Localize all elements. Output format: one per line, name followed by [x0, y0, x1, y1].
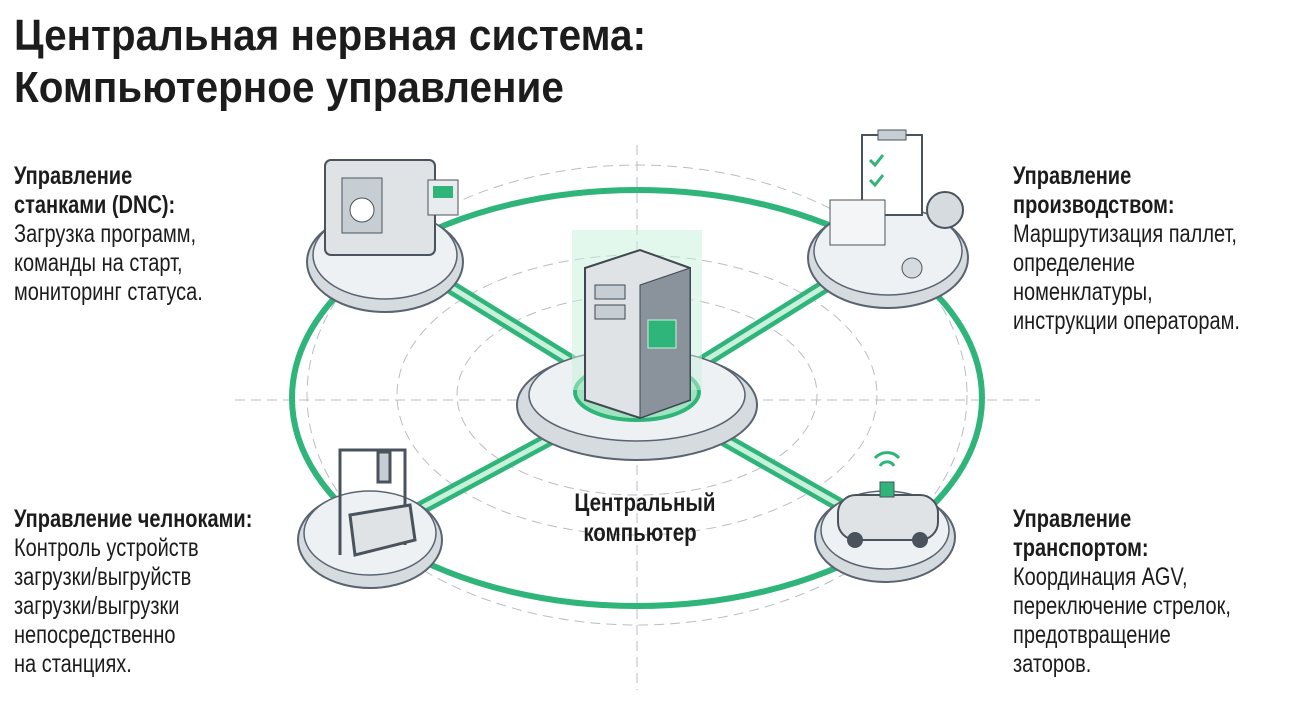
shuttles-text: Контроль устройств — [14, 534, 199, 562]
center-label-line-2: компьютер — [583, 519, 697, 547]
dnc-text: команды на старт, — [14, 249, 183, 277]
agv-vehicle-icon — [837, 451, 939, 548]
center-label-line-1: Центральный — [574, 489, 716, 517]
transport-text: заторов. — [1013, 650, 1092, 678]
production-heading: производством: — [1013, 191, 1175, 219]
dnc-heading: Управление — [14, 162, 133, 190]
production-block: Управление производством: Маршрутизация … — [1013, 162, 1240, 336]
node-transport — [814, 451, 956, 583]
shuttles-heading: Управление челноками: — [14, 505, 253, 533]
production-heading: Управление — [1013, 162, 1132, 190]
production-text: номенклатуры, — [1013, 278, 1153, 306]
node-shuttles — [297, 448, 443, 589]
shuttles-text: непосредственно — [14, 621, 176, 649]
dnc-block: Управление станками (DNC): Загрузка прог… — [14, 162, 203, 307]
page-title: Центральная нервная система: Компьютерно… — [14, 10, 646, 114]
dnc-heading: станками (DNC): — [14, 191, 176, 219]
shuttles-block: Управление челноками: Контроль устройств… — [14, 505, 252, 679]
shuttle-gantry-icon — [338, 448, 417, 557]
server-tower-icon — [584, 248, 691, 420]
cnc-machine-icon — [324, 159, 459, 256]
outer-ring — [289, 187, 985, 609]
node-dnc — [306, 159, 464, 313]
shuttles-text: на станциях. — [14, 650, 132, 678]
dnc-text: мониторинг статуса. — [14, 278, 203, 306]
production-text: инструкции операторам. — [1013, 307, 1240, 335]
transport-text: переключение стрелок, — [1013, 592, 1231, 620]
clipboard-documents-icon — [829, 129, 964, 279]
transport-heading: Управление — [1013, 505, 1132, 533]
transport-heading: транспортом: — [1013, 534, 1149, 562]
shuttles-text: загрузки/выгрузки — [14, 592, 180, 620]
title-line-1: Центральная нервная система: — [14, 11, 647, 60]
production-text: Маршрутизация паллет, — [1013, 220, 1237, 248]
dnc-text: Загрузка программ, — [14, 220, 197, 248]
transport-text: Координация AGV, — [1013, 563, 1188, 591]
transport-block: Управление транспортом: Координация AGV,… — [1013, 505, 1231, 679]
shuttles-text: загрузки/выгруйств — [14, 563, 192, 591]
production-text: определение — [1013, 249, 1136, 277]
transport-text: предотвращение — [1013, 621, 1171, 649]
central-computer-label: Центральный компьютер — [574, 488, 716, 548]
central-computer-node — [516, 230, 758, 461]
node-production — [807, 129, 969, 309]
title-line-2: Компьютерное управление — [14, 63, 564, 112]
